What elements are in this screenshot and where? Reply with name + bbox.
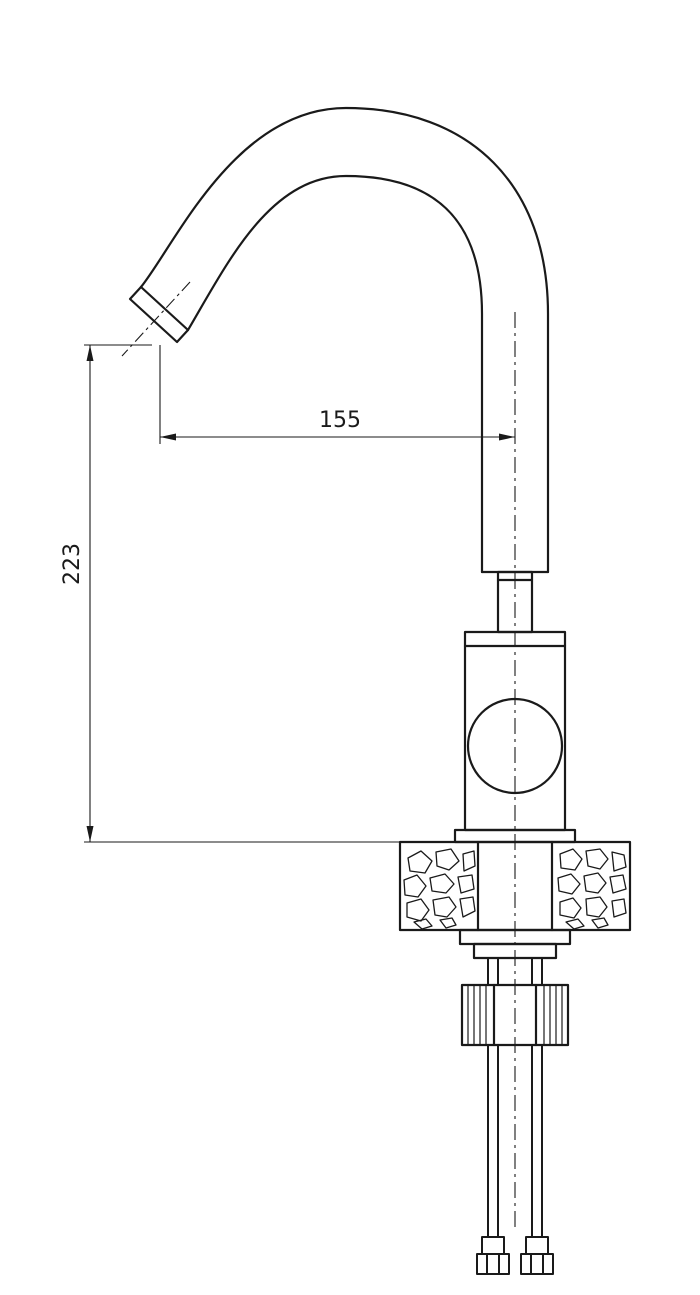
hammer-facet: [559, 897, 582, 919]
hammer-facet: [611, 898, 627, 918]
hammer-facet: [439, 917, 457, 929]
hammer-facet: [462, 850, 476, 872]
hammer-facet: [403, 874, 427, 898]
arrowhead-right: [499, 433, 515, 441]
hammer-facet: [457, 874, 475, 894]
hammered-texture-left: [403, 848, 476, 930]
faucet-outline: [128, 106, 632, 1047]
spout-tip-centerline: [121, 281, 191, 357]
hammer-facet: [407, 850, 433, 874]
hammer-facet: [432, 896, 457, 918]
centerlines: [121, 281, 516, 1232]
hammer-facet: [559, 848, 583, 871]
fitting-nut: [520, 1253, 554, 1275]
hammer-facet: [609, 874, 627, 894]
supply-hoses: [487, 957, 543, 1238]
fitting-ferrule: [481, 1236, 505, 1255]
fitting-ferrule: [525, 1236, 549, 1255]
arrowhead-left: [160, 433, 176, 441]
dim-223-label: 223: [60, 543, 85, 585]
hammer-facet: [459, 896, 476, 918]
lock-nut-ribs: [467, 985, 563, 1045]
hammer-facet: [557, 873, 581, 895]
arrowhead-bottom: [86, 826, 94, 842]
hammer-facet: [585, 848, 609, 870]
hammer-facet: [565, 918, 585, 930]
hammer-facet: [583, 872, 607, 894]
supply-hose-right: [531, 957, 543, 1238]
spout-outer-edge: [139, 106, 550, 574]
hose-fitting-right: [520, 1236, 554, 1275]
supply-hose-left: [487, 957, 499, 1238]
spout-tip-cap: [128, 285, 190, 344]
spout-inner-edge: [186, 174, 484, 574]
dimension-spout-height: 223: [60, 344, 458, 843]
hammer-facet: [429, 873, 455, 894]
hammer-facet: [435, 848, 460, 871]
fitting-nut: [476, 1253, 510, 1275]
hammer-facet: [611, 851, 627, 872]
hammer-facet: [413, 918, 433, 930]
hose-fitting-left: [476, 1236, 510, 1275]
hammered-texture-right: [557, 848, 627, 930]
hammer-facet: [406, 898, 430, 922]
dimension-spout-reach: 155: [159, 345, 515, 444]
hose-fittings: [476, 1236, 554, 1275]
hammer-facet: [585, 896, 608, 918]
dim-155-label: 155: [319, 408, 361, 433]
arrowhead-top: [86, 345, 94, 361]
hammer-facet: [591, 917, 609, 929]
